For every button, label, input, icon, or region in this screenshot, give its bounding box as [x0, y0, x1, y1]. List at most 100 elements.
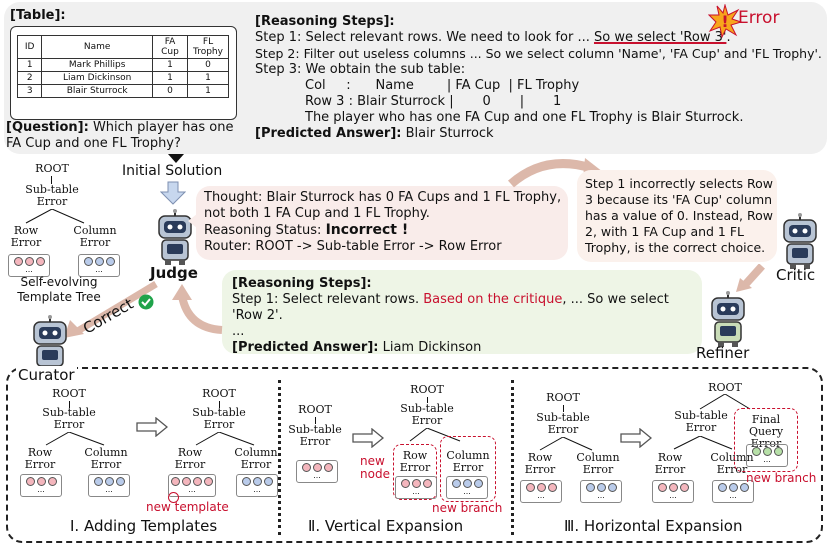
- tree-branches: [25, 209, 85, 224]
- divider: [278, 380, 281, 535]
- s2b-root: ROOT: [410, 383, 444, 396]
- error-label: Error: [738, 8, 780, 28]
- s2-subtable-label: Sub-table Error: [288, 423, 342, 448]
- reasoning-step1: Step 1: Select relevant rows. We need to…: [255, 30, 825, 46]
- col-header: FL Trophy: [187, 35, 229, 59]
- predicted-value: Blair Sturrock: [405, 126, 494, 141]
- s1-card-blue: ...: [88, 474, 130, 497]
- status-value: Incorrect !: [325, 222, 409, 238]
- status-label: Reasoning Status:: [204, 223, 326, 238]
- s3b-row-label: Row Error: [654, 451, 686, 476]
- card-ellipsis: ...: [763, 455, 771, 464]
- tree-subtable: Sub-table Error: [14, 184, 90, 208]
- s1b-row: Row Error: [168, 447, 212, 471]
- s3-subtable: Sub-table Error: [530, 412, 596, 436]
- new-template-marker: [168, 492, 179, 503]
- card-ellipsis: ...: [105, 485, 113, 494]
- new-branch-box-2: [734, 408, 798, 472]
- table-cell: Blair Sturrock: [41, 84, 153, 98]
- reasoning-step2: Step 2: Filter out useless columns ... S…: [255, 46, 822, 61]
- predicted-tag: [Predicted Answer]:: [255, 126, 402, 141]
- judge-status: Reasoning Status: Incorrect !: [204, 222, 564, 239]
- new-branch-label-2: new branch: [746, 471, 817, 485]
- correct-arrow: [64, 280, 158, 338]
- arrow-to-refiner: [736, 264, 765, 292]
- critic-text: Step 1 incorrectly selects Row 3 because…: [585, 176, 773, 255]
- table-cell: 1: [187, 84, 229, 98]
- curator-robot-icon: [33, 315, 67, 371]
- table-heading: [Table]:: [10, 8, 66, 23]
- reasoning-heading: [Reasoning Steps]:: [255, 14, 395, 29]
- s2b-column: Column Error: [442, 450, 494, 474]
- refiner-step1: Step 1: Select relevant rows. Based on t…: [232, 292, 702, 324]
- tree-column-node: Column Error: [70, 225, 120, 249]
- new-node-box: [393, 444, 437, 500]
- s2b-row: Row Error: [394, 450, 436, 474]
- s1-row-label: Row Error: [24, 446, 56, 471]
- s1b-card-pink: ...: [168, 474, 216, 497]
- question-text: Which player has one FA Cup and one FL T…: [6, 120, 234, 151]
- s1-root: ROOT: [52, 387, 86, 400]
- judge-robot-icon: [158, 209, 192, 265]
- tree-row-node: Row Error: [6, 225, 46, 249]
- table-cell: 1: [16, 58, 43, 72]
- judge-pointer: [188, 214, 197, 228]
- s2b-row-label: Row Error: [399, 449, 431, 474]
- predicted-answer: [Predicted Answer]: Blair Sturrock: [255, 126, 825, 142]
- tree-branches: [45, 432, 105, 446]
- s3-arrow-icon: [620, 428, 652, 448]
- s3b-card-blue: ...: [712, 480, 754, 503]
- tree-root: ROOT: [35, 162, 69, 175]
- col-header: Name: [41, 35, 153, 59]
- s3-column-label: Column Error: [576, 451, 620, 476]
- s1-subtable: Sub-table Error: [34, 407, 104, 431]
- judge-label: Judge: [150, 264, 198, 282]
- tree-subtable-label: Sub-table Error: [25, 183, 79, 208]
- s3-root: ROOT: [546, 391, 580, 404]
- s1-column: Column Error: [80, 447, 132, 471]
- new-node-text: new node: [360, 454, 390, 481]
- critic-label: Critic: [776, 266, 816, 284]
- s3b-card-pink: ...: [652, 480, 694, 503]
- s2b-card-blue: ...: [446, 476, 488, 499]
- table-cell: 2: [16, 71, 43, 85]
- initial-reasoning: [Reasoning Steps]: Step 1: Select releva…: [255, 14, 825, 142]
- col-header: FA Cup: [152, 35, 188, 59]
- new-branch-box: [440, 436, 496, 502]
- table-cell: 1: [152, 58, 188, 72]
- table-cell: 3: [16, 84, 43, 98]
- tree-column-label: Column Error: [73, 224, 117, 249]
- s3-column: Column Error: [572, 452, 624, 476]
- step1-period: .: [726, 30, 731, 45]
- s1-arrow-icon: [136, 417, 168, 437]
- svg-text:!: !: [721, 12, 728, 31]
- tree-line: [51, 176, 52, 184]
- tree-branches: [195, 432, 255, 446]
- s3-card-pink: ...: [520, 480, 562, 503]
- step1-error-text: So we select 'Row 3': [593, 30, 727, 45]
- s1b-column: Column Error: [230, 447, 282, 471]
- refiner-dots: ...: [232, 324, 245, 339]
- bottom-panel: [6, 367, 823, 543]
- divider: [511, 380, 514, 535]
- tree-line: [69, 401, 70, 408]
- card-ellipsis: ...: [95, 265, 103, 274]
- card-ellipsis: ...: [25, 265, 33, 274]
- s1-card-pink: ...: [20, 474, 62, 497]
- judge-thought: Thought: Blair Sturrock has 0 FA Cups an…: [204, 190, 562, 221]
- s2b-card-pink: ...: [395, 476, 437, 499]
- subtable-header: Col : Name | FA Cup | FL Trophy: [305, 78, 580, 93]
- s3b-final-label: Final Query Error: [748, 413, 784, 450]
- s3b-root: ROOT: [708, 381, 742, 394]
- template-card-blue: ...: [78, 254, 120, 277]
- judge-content: Thought: Blair Sturrock has 0 FA Cups an…: [204, 190, 564, 255]
- col-header: ID: [16, 35, 43, 59]
- s3-card-blue: ...: [580, 480, 622, 503]
- s3b-card-green: ...: [746, 444, 788, 467]
- section2-title: Ⅱ. Vertical Expansion: [308, 517, 464, 535]
- down-arrow-icon: [160, 181, 186, 205]
- table-cell: 1: [152, 71, 188, 85]
- reasoning-step3: Step 3: We obtain the sub table:: [255, 62, 466, 77]
- s1b-row-label: Row Error: [174, 446, 206, 471]
- data-table: ID Name FA Cup FL Trophy 1 Mark Phillips…: [10, 26, 237, 120]
